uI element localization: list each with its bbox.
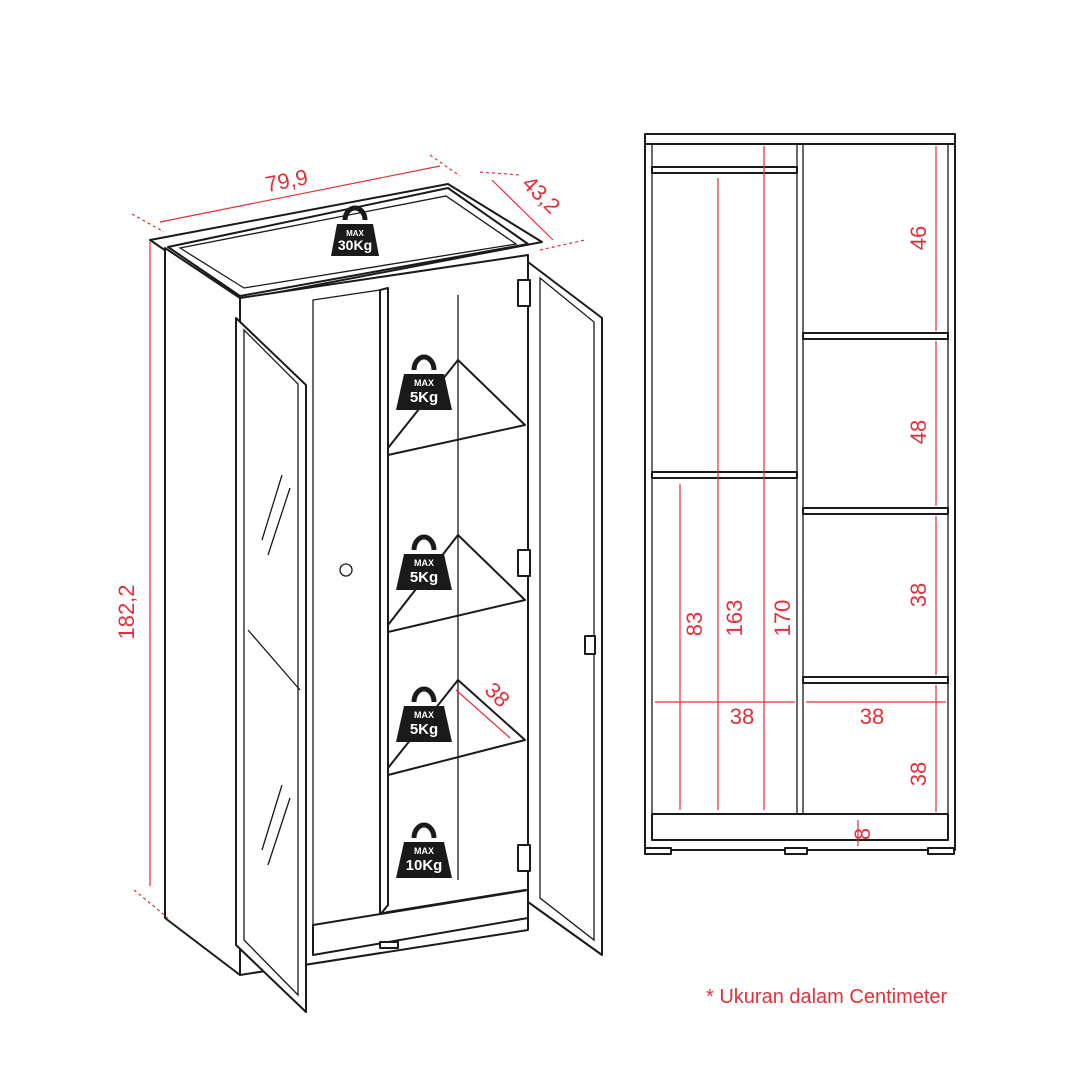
width-dimension: 79,9: [263, 164, 310, 197]
perspective-wardrobe: [149, 183, 603, 1013]
weight-load-label: 5Kg: [410, 569, 438, 586]
dimension-83: 83: [682, 612, 707, 636]
dimension-170: 170: [770, 600, 795, 637]
dimension-48: 48: [906, 420, 931, 444]
weight-icon: MAX 5Kg: [396, 354, 452, 410]
weight-max-label: MAX: [414, 846, 434, 856]
front-elevation: [644, 133, 956, 855]
weight-load-label: 5Kg: [410, 721, 438, 738]
dimension-46: 46: [906, 226, 931, 250]
dimension-38-upper: 38: [906, 583, 931, 607]
dimension-163: 163: [722, 600, 747, 637]
dimension-plinth: 8: [850, 828, 875, 840]
weight-max-label: MAX: [414, 710, 434, 720]
weight-icon: MAX 5Kg: [396, 686, 452, 742]
height-dimension: 182,2: [114, 584, 139, 639]
weight-max-label: MAX: [414, 558, 434, 568]
front-dimensions: 83 163 170 38 38 46 48 38 38 8: [655, 146, 946, 846]
weight-icon: MAX 5Kg: [396, 534, 452, 590]
weight-load-label: 5Kg: [410, 389, 438, 406]
weight-load-label: 30Kg: [338, 237, 372, 253]
dimension-38-lower: 38: [906, 762, 931, 786]
weight-max-label: MAX: [346, 229, 364, 238]
unit-note: * Ukuran dalam Centimeter: [706, 986, 948, 1008]
weight-icon: MAX 10Kg: [396, 822, 452, 878]
weight-load-label: 10Kg: [406, 857, 443, 874]
dimension-width-left: 38: [730, 704, 754, 729]
weight-max-label: MAX: [414, 378, 434, 388]
weight-icon: MAX 30Kg: [331, 205, 379, 256]
dimension-width-right: 38: [860, 704, 884, 729]
